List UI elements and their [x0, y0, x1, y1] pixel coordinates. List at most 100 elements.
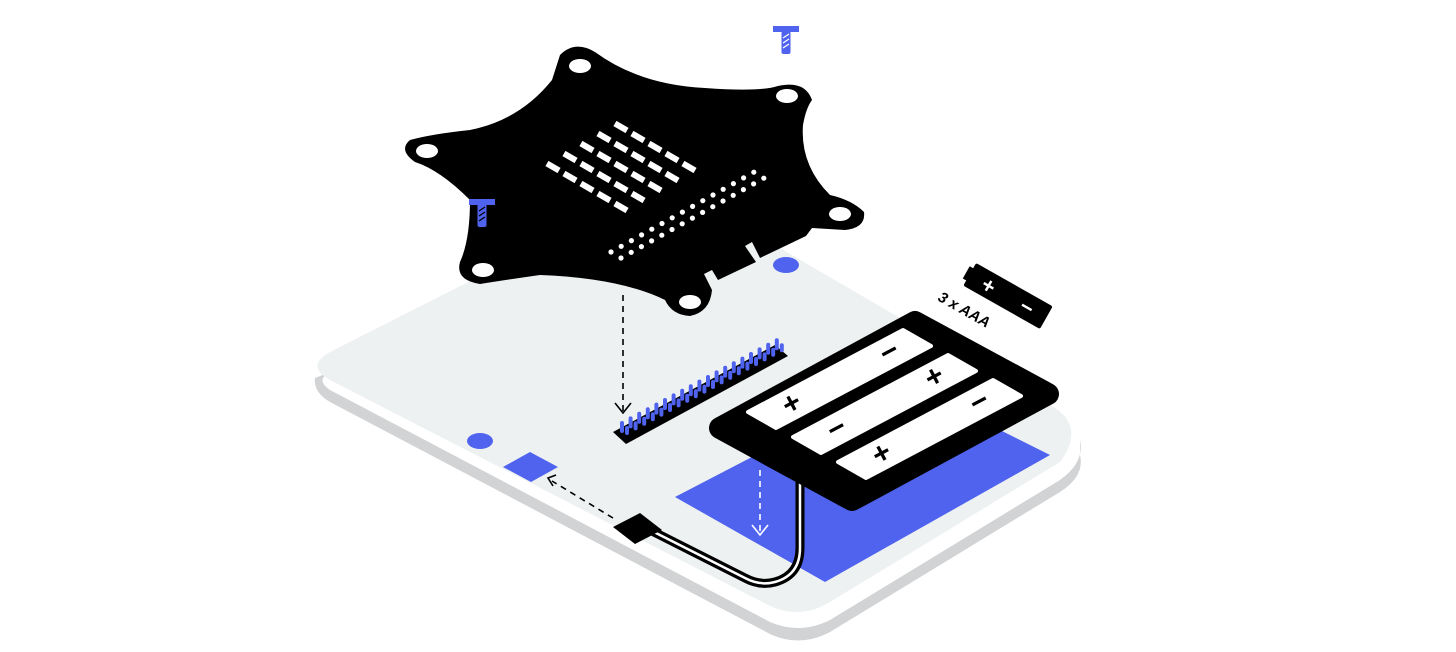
pin-hole — [679, 221, 685, 227]
pin-hole — [639, 232, 645, 238]
header-pin — [654, 402, 659, 415]
led — [596, 170, 612, 184]
header-pin — [771, 347, 776, 357]
pin-hole — [669, 215, 675, 221]
header-pin — [663, 398, 667, 410]
pin-hole — [659, 220, 665, 227]
led — [579, 180, 595, 194]
header-pin — [671, 393, 676, 406]
screw-icon — [469, 199, 495, 227]
header-pin — [637, 411, 642, 424]
pin-hole — [669, 226, 675, 233]
pin-hole — [628, 249, 634, 255]
pin-hole — [618, 255, 624, 261]
led — [579, 140, 595, 154]
header-pin — [728, 370, 733, 380]
header-pin — [702, 384, 707, 394]
header-pin — [650, 412, 655, 422]
pin-hole — [730, 181, 737, 187]
header-pin — [645, 407, 650, 420]
header-pin — [754, 357, 758, 366]
pin-hole — [618, 243, 624, 249]
header-pin — [757, 347, 762, 360]
mounting-dot — [467, 433, 493, 449]
led — [613, 120, 629, 134]
header-pin — [659, 407, 664, 417]
header-pin — [740, 356, 745, 369]
led — [596, 150, 612, 164]
edge-connector-header — [613, 338, 788, 444]
header-pin — [685, 393, 690, 403]
header-pin — [642, 416, 647, 426]
header-pin — [745, 361, 750, 371]
header-pin — [676, 398, 681, 408]
header-pin — [620, 421, 624, 433]
header-pin — [736, 366, 741, 376]
header-pin — [668, 403, 672, 412]
led — [630, 130, 646, 144]
pin-hole — [679, 209, 686, 215]
led — [630, 190, 646, 204]
pin-hole — [649, 238, 655, 244]
pin-hole — [740, 187, 747, 193]
header-pin — [774, 338, 779, 351]
pin-hole — [659, 232, 665, 238]
led — [664, 170, 680, 184]
pin-hole — [720, 198, 726, 204]
pin-hole — [700, 209, 706, 215]
pin-hole — [730, 192, 736, 198]
led — [562, 170, 578, 184]
screw-icon — [773, 26, 799, 54]
header-pin — [762, 352, 767, 362]
led — [613, 140, 629, 154]
led — [613, 180, 629, 194]
arrow-board-to-header — [614, 295, 632, 415]
pin-hole — [690, 203, 696, 209]
led — [647, 140, 663, 154]
led-matrix — [545, 120, 697, 214]
led — [630, 150, 646, 164]
aaa-battery: −+ — [791, 353, 978, 455]
connector-socket — [503, 452, 558, 482]
led — [647, 180, 663, 194]
led — [562, 150, 578, 164]
header-pin — [731, 361, 736, 374]
board-pin-holes — [608, 169, 767, 261]
aaa-battery: +− — [746, 328, 933, 430]
header-pin — [719, 375, 724, 385]
header-pin — [697, 379, 702, 392]
header-pin — [723, 365, 728, 378]
pin-hole — [751, 169, 757, 175]
arrow-holder-to-area — [751, 470, 769, 537]
battery-plug — [613, 513, 662, 544]
header-pin — [628, 416, 633, 429]
arrow-plug-to-socket — [546, 474, 614, 519]
led — [664, 150, 680, 164]
base-board-shadow — [314, 372, 1081, 641]
led — [630, 170, 646, 184]
pin-hole — [628, 238, 635, 244]
pin-hole — [710, 204, 716, 210]
header-pin — [749, 352, 753, 364]
header-pin — [706, 375, 710, 387]
header-pin — [711, 380, 715, 389]
aaa-battery-icon: + − — [962, 263, 1052, 329]
mounting-dot — [773, 257, 799, 273]
led — [681, 160, 697, 174]
led — [545, 160, 561, 174]
pin-hole — [741, 175, 747, 181]
header-pin — [693, 389, 698, 399]
header-pin — [633, 421, 638, 431]
header-pin — [766, 342, 771, 355]
header-pin — [714, 370, 719, 383]
microcontroller-board — [405, 46, 865, 317]
pin-hole — [638, 244, 645, 250]
led — [613, 200, 629, 214]
pin-hole — [720, 186, 726, 192]
pin-hole — [710, 192, 716, 198]
header-pin — [688, 384, 693, 397]
board-mounting-holes — [416, 59, 851, 309]
led — [613, 160, 629, 174]
pin-hole — [751, 181, 757, 187]
